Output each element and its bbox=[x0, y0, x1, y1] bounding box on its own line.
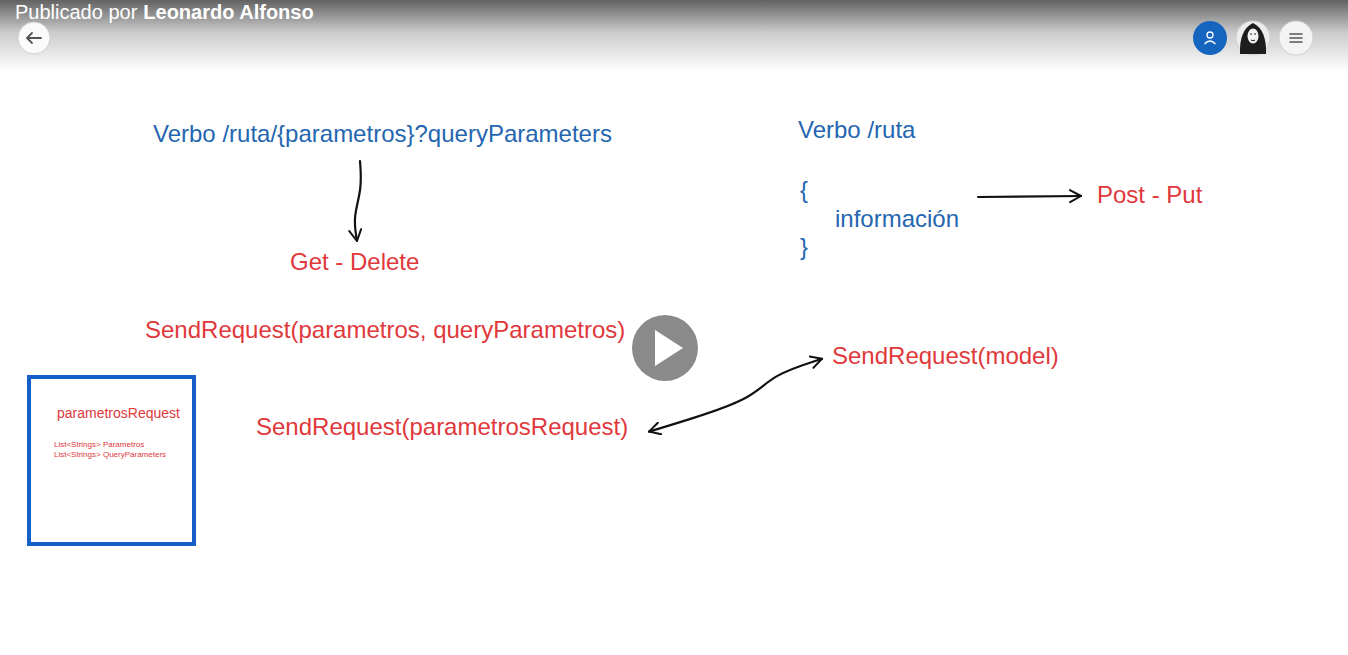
menu-button bbox=[1279, 21, 1313, 55]
method-call: SendRequest(model) bbox=[828, 339, 1063, 375]
hand-drawn-arrow bbox=[649, 359, 822, 432]
field-line: List<Strings> QueryParameters bbox=[54, 450, 166, 460]
verb-label: Get - Delete bbox=[286, 245, 424, 281]
back-button bbox=[18, 22, 50, 54]
handwritten-text: Verbo /ruta/{parametros}?queryParameters bbox=[153, 120, 612, 149]
header-prefix: Publicado por bbox=[15, 0, 137, 24]
hand-drawn-arrow bbox=[355, 161, 361, 241]
header-title: Publicado porLeonardo Alfonso bbox=[15, 0, 314, 24]
handwritten-text: Verbo /ruta bbox=[798, 116, 915, 145]
class-box: parametrosRequestList<Strings> Parametro… bbox=[27, 375, 196, 546]
verb-label: Post - Put bbox=[1093, 178, 1207, 214]
author-name: Leonardo Alfonso bbox=[143, 0, 313, 24]
handwritten-text: información bbox=[835, 205, 959, 234]
handwritten-text: SendRequest(model) bbox=[832, 342, 1059, 371]
handwritten-text: } bbox=[800, 233, 808, 262]
handwritten-text: SendRequest(parametrosRequest) bbox=[256, 413, 628, 442]
handwritten-text: { bbox=[800, 176, 808, 205]
box-heading: parametrosRequest bbox=[57, 405, 180, 422]
handwritten-note: SendRequest(parametros, queryParametros) bbox=[145, 316, 625, 345]
method-call: SendRequest(parametrosRequest) bbox=[252, 410, 633, 446]
play-button bbox=[632, 315, 698, 381]
hand-drawn-arrow bbox=[978, 196, 1081, 197]
request-body: Verbo /ruta { información} bbox=[794, 112, 964, 266]
handwritten-text: Get - Delete bbox=[290, 248, 419, 277]
handwritten-text: Post - Put bbox=[1097, 181, 1202, 210]
user-icon bbox=[1193, 21, 1227, 55]
request-text: Verbo /ruta/{parametros}?queryParameters bbox=[149, 117, 616, 153]
field-line: List<Strings> Parametros bbox=[54, 440, 144, 450]
avatar-icon bbox=[1236, 21, 1270, 55]
